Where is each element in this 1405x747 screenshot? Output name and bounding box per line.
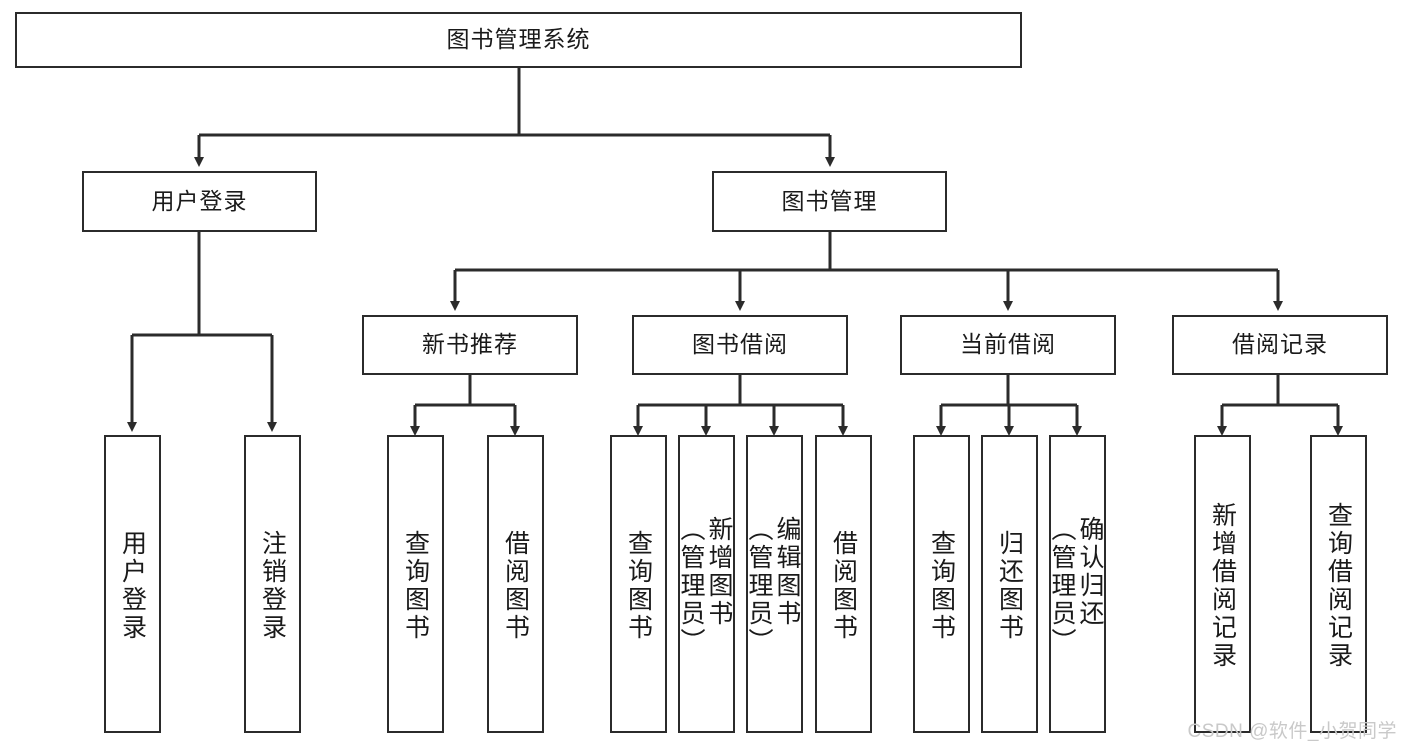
- leaf-query-borrow-record[interactable]: 查询借阅记录: [1310, 435, 1367, 733]
- node-user-login[interactable]: 用户登录: [82, 171, 317, 232]
- leaf-query-books-borrow[interactable]: 查询图书: [610, 435, 667, 733]
- node-label: 新增借阅记录: [1208, 502, 1237, 670]
- node-book-borrowing[interactable]: 图书借阅: [632, 315, 848, 375]
- node-book-management[interactable]: 图书管理: [712, 171, 947, 232]
- node-label: 用户登录: [118, 530, 147, 642]
- node-label: 查询图书: [624, 530, 653, 642]
- node-current-borrowing[interactable]: 当前借阅: [900, 315, 1116, 375]
- leaf-edit-book-admin[interactable]: 编辑图书 （管理员）: [745, 435, 803, 733]
- node-new-book-recommendation[interactable]: 新书推荐: [362, 315, 578, 375]
- node-label: 借阅记录: [1232, 331, 1328, 358]
- node-label: 当前借阅: [960, 331, 1056, 358]
- node-label: 查询借阅记录: [1324, 502, 1353, 670]
- node-label: 注销登录: [258, 530, 287, 642]
- leaf-confirm-return-admin[interactable]: 确认归还 （管理员）: [1048, 435, 1106, 733]
- leaf-user-login[interactable]: 用户登录: [104, 435, 161, 733]
- node-label: 查询图书: [401, 530, 430, 642]
- node-label: 归还图书: [995, 530, 1024, 642]
- csdn-watermark: CSDN @软件_小贺同学: [1187, 721, 1397, 742]
- node-label: 图书借阅: [692, 331, 788, 358]
- node-label: 借阅图书: [501, 530, 530, 642]
- node-label: 新书推荐: [422, 331, 518, 358]
- node-label: 用户登录: [151, 187, 248, 214]
- node-label: 查询图书: [927, 530, 956, 642]
- node-label: 借阅图书: [829, 530, 858, 642]
- node-borrowing-records[interactable]: 借阅记录: [1172, 315, 1388, 375]
- leaf-add-borrow-record[interactable]: 新增借阅记录: [1194, 435, 1251, 733]
- leaf-borrow-books-new[interactable]: 借阅图书: [487, 435, 544, 733]
- node-root-book-management-system[interactable]: 图书管理系统: [15, 12, 1022, 68]
- node-label: 确认归还 （管理员）: [1048, 516, 1104, 656]
- leaf-query-books-new[interactable]: 查询图书: [387, 435, 444, 733]
- node-label: 编辑图书 （管理员）: [745, 516, 801, 656]
- node-label: 图书管理系统: [446, 26, 591, 53]
- leaf-return-books[interactable]: 归还图书: [981, 435, 1038, 733]
- node-label: 新增图书 （管理员）: [677, 516, 733, 656]
- leaf-add-book-admin[interactable]: 新增图书 （管理员）: [677, 435, 735, 733]
- leaf-logout[interactable]: 注销登录: [244, 435, 301, 733]
- node-label: 图书管理: [781, 187, 878, 214]
- leaf-borrow-books[interactable]: 借阅图书: [815, 435, 872, 733]
- leaf-query-books-current[interactable]: 查询图书: [913, 435, 970, 733]
